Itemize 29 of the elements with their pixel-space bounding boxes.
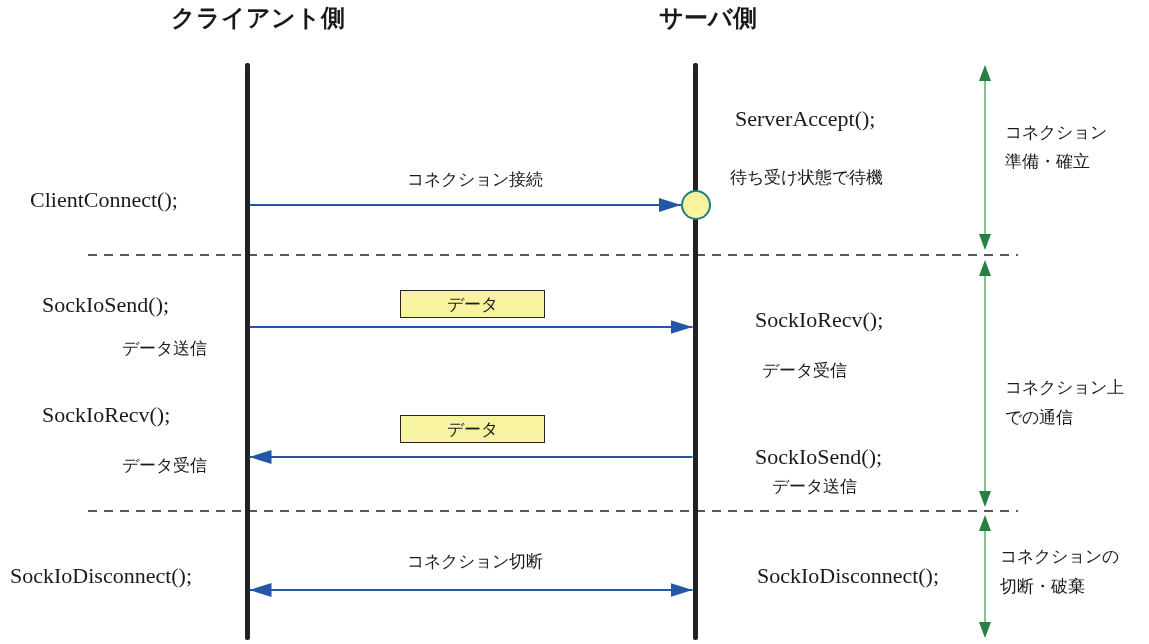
phase-label: コネクション上での通信 xyxy=(1005,377,1125,429)
data-box: データ xyxy=(400,415,545,443)
step-note: データ受信 xyxy=(762,361,847,382)
phase-label: コネクション準備・確立 xyxy=(1005,122,1108,173)
phase-label: コネクションの切断・破棄 xyxy=(1000,546,1120,598)
lifeline xyxy=(244,63,250,640)
arrow xyxy=(249,320,693,334)
data-box: データ xyxy=(400,290,545,318)
function-call: SockIoSend(); xyxy=(42,292,170,319)
lifeline xyxy=(692,63,698,640)
column-heading: クライアント側 xyxy=(171,4,345,33)
function-call: SockIoRecv(); xyxy=(42,402,171,429)
function-call: SockIoSend(); xyxy=(755,444,883,471)
step-note: データ送信 xyxy=(122,339,207,360)
edge-label: コネクション接続 xyxy=(407,170,543,191)
column-heading: サーバ側 xyxy=(659,4,757,33)
function-call: SockIoDisconnect(); xyxy=(10,563,193,590)
edge-label: コネクション切断 xyxy=(407,552,543,573)
node-caption: 待ち受け状態で待機 xyxy=(730,168,883,189)
step-note: データ受信 xyxy=(122,456,207,477)
function-call: ClientConnect(); xyxy=(30,187,178,214)
function-call: ServerAccept(); xyxy=(735,106,876,133)
arrow xyxy=(249,198,681,212)
arrow xyxy=(249,583,693,597)
step-note: データ送信 xyxy=(772,477,857,498)
function-call: SockIoDisconnect(); xyxy=(757,563,940,590)
function-call: SockIoRecv(); xyxy=(755,307,884,334)
waiting-circle xyxy=(681,190,711,220)
arrow xyxy=(249,450,693,464)
